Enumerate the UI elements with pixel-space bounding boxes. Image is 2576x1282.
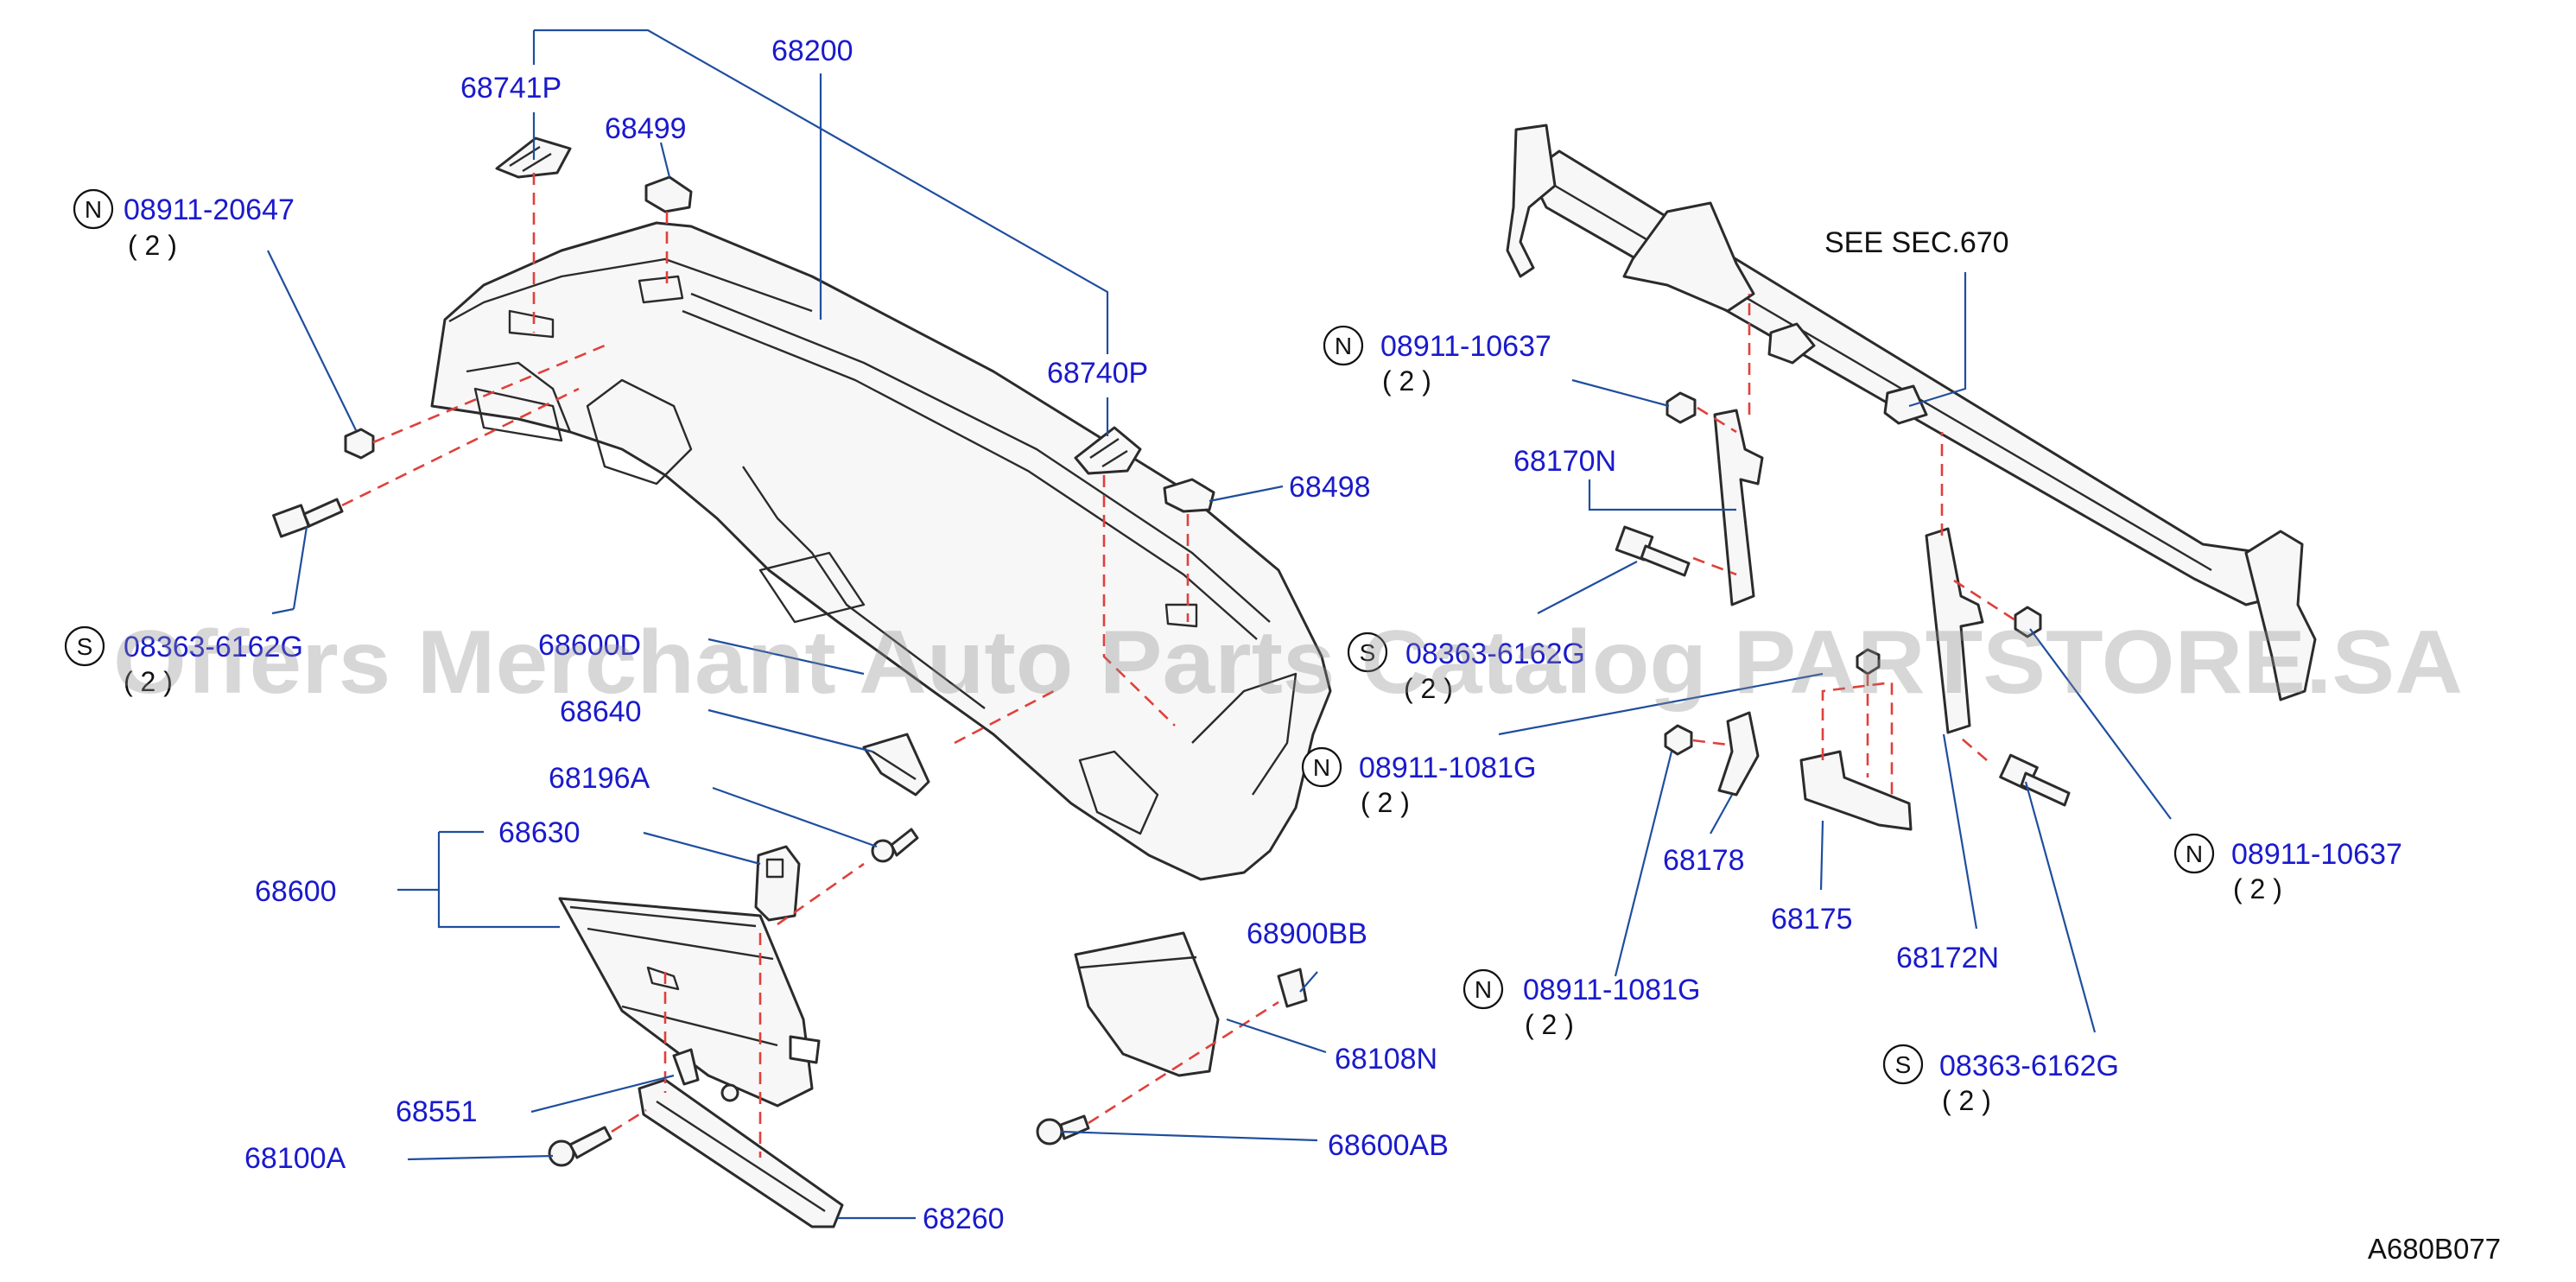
qty-08363-6162G-left: ( 2 ) xyxy=(124,666,173,697)
label-68600D[interactable]: 68600D xyxy=(538,629,641,662)
label-08363-6162G-mid[interactable]: 08363-6162G xyxy=(1405,638,1585,670)
label-68170N[interactable]: 68170N xyxy=(1513,445,1616,478)
steering-member-drawing xyxy=(1506,124,2317,701)
glove-box-68600 xyxy=(558,897,821,1107)
bracket-68172N xyxy=(1925,527,1984,734)
clip-68600AB xyxy=(1036,1114,1090,1146)
svg-text:N: N xyxy=(2186,841,2203,867)
nut-upper-68175 xyxy=(1856,648,1881,676)
bracket-68178 xyxy=(1717,711,1760,796)
diagram-reference-code: A680B077 xyxy=(2368,1233,2501,1265)
label-68172N[interactable]: 68172N xyxy=(1896,942,1999,974)
vent-grille-68740P xyxy=(1074,426,1142,475)
label-08363-6162G-left[interactable]: 08363-6162G xyxy=(124,631,303,663)
svg-text:N: N xyxy=(1335,333,1352,359)
badge-n-08911-20647: N xyxy=(73,188,114,230)
bracket-68170N xyxy=(1713,409,1764,606)
bracket-68640 xyxy=(862,733,930,796)
qty-08363-6162G-mid: ( 2 ) xyxy=(1404,673,1453,704)
label-68740P[interactable]: 68740P xyxy=(1047,357,1148,390)
svg-text:N: N xyxy=(1313,754,1330,781)
bolt-08363-6162G-right xyxy=(1999,753,2071,807)
label-68900BB[interactable]: 68900BB xyxy=(1247,917,1367,950)
label-68630[interactable]: 68630 xyxy=(498,816,581,849)
bolt-08363-6162G-left xyxy=(272,498,344,538)
bolt-08363-6162G-mid xyxy=(1615,525,1691,577)
qty-08911-10637-top: ( 2 ) xyxy=(1382,365,1431,397)
label-08911-1081G-b[interactable]: 08911-1081G xyxy=(1523,974,1700,1006)
label-08363-6162G-right[interactable]: 08363-6162G xyxy=(1939,1050,2119,1082)
label-68260[interactable]: 68260 xyxy=(923,1203,1005,1235)
badge-n-08911-10637-top: N xyxy=(1323,325,1364,366)
label-68640[interactable]: 68640 xyxy=(560,695,642,728)
svg-text:N: N xyxy=(85,196,102,223)
label-68600[interactable]: 68600 xyxy=(255,875,337,908)
label-08911-10637-right[interactable]: 08911-10637 xyxy=(2231,838,2402,871)
svg-text:S: S xyxy=(1895,1051,1912,1078)
label-08911-1081G-a[interactable]: 08911-1081G xyxy=(1359,752,1536,784)
screw-68196A xyxy=(871,828,919,863)
latch-68630 xyxy=(754,845,801,922)
nut-08911-10637-top xyxy=(1666,391,1697,424)
svg-text:N: N xyxy=(1475,976,1492,1003)
qty-08911-20647: ( 2 ) xyxy=(128,230,177,261)
leader-lines xyxy=(267,29,2172,1220)
cap-68498 xyxy=(1163,478,1215,513)
cap-68499 xyxy=(644,175,693,213)
striker-bar-68260 xyxy=(638,1078,844,1228)
badge-s-08363-6162G-right: S xyxy=(1882,1044,1924,1085)
label-68100A[interactable]: 68100A xyxy=(244,1142,346,1175)
qty-08911-1081G-b: ( 2 ) xyxy=(1525,1009,1574,1040)
bracket-68175 xyxy=(1799,750,1913,831)
label-68499[interactable]: 68499 xyxy=(605,112,687,145)
qty-08363-6162G-right: ( 2 ) xyxy=(1942,1085,1991,1116)
svg-text:S: S xyxy=(77,633,93,660)
badge-s-08363-6162G-left: S xyxy=(64,625,105,667)
part-labels: 68200 68741P 68499 08911-20647 ( 2 ) 687… xyxy=(124,35,2501,1265)
alignment-lines xyxy=(341,173,2016,1158)
label-68108N[interactable]: 68108N xyxy=(1335,1043,1437,1076)
label-68498[interactable]: 68498 xyxy=(1289,471,1371,504)
badge-n-08911-1081G-a: N xyxy=(1301,746,1342,788)
label-08911-10637-top[interactable]: 08911-10637 xyxy=(1380,330,1551,363)
label-68741P[interactable]: 68741P xyxy=(460,72,562,105)
label-68178[interactable]: 68178 xyxy=(1663,844,1745,877)
instrument-panel-drawing xyxy=(430,221,1332,881)
badge-n-08911-1081G-b: N xyxy=(1462,968,1504,1010)
qty-08911-10637-right: ( 2 ) xyxy=(2233,873,2282,904)
label-68200[interactable]: 68200 xyxy=(771,35,853,67)
label-68551[interactable]: 68551 xyxy=(396,1095,478,1128)
see-section-note: SEE SEC.670 xyxy=(1824,226,2009,259)
watermark-text: Offers Merchant Auto Parts Catalog PARTS… xyxy=(113,612,2463,713)
label-68600AB[interactable]: 68600AB xyxy=(1328,1129,1449,1162)
label-08911-20647[interactable]: 08911-20647 xyxy=(124,194,295,226)
cover-68108N xyxy=(1074,931,1220,1077)
qty-08911-1081G-a: ( 2 ) xyxy=(1361,787,1410,818)
badge-s-08363-6162G-mid: S xyxy=(1347,631,1388,673)
nut-08911-20647 xyxy=(344,428,375,460)
badge-n-08911-10637-right: N xyxy=(2173,833,2215,874)
screw-68100A xyxy=(548,1126,612,1167)
nut-08911-1081G-a xyxy=(1664,724,1693,756)
nut-08911-10637-right xyxy=(2014,606,2042,638)
clip-68900BB xyxy=(1277,968,1308,1008)
hinge-pin-68551 xyxy=(672,1048,739,1102)
label-68196A[interactable]: 68196A xyxy=(549,762,650,795)
label-68175[interactable]: 68175 xyxy=(1771,903,1853,936)
svg-text:S: S xyxy=(1360,639,1376,666)
